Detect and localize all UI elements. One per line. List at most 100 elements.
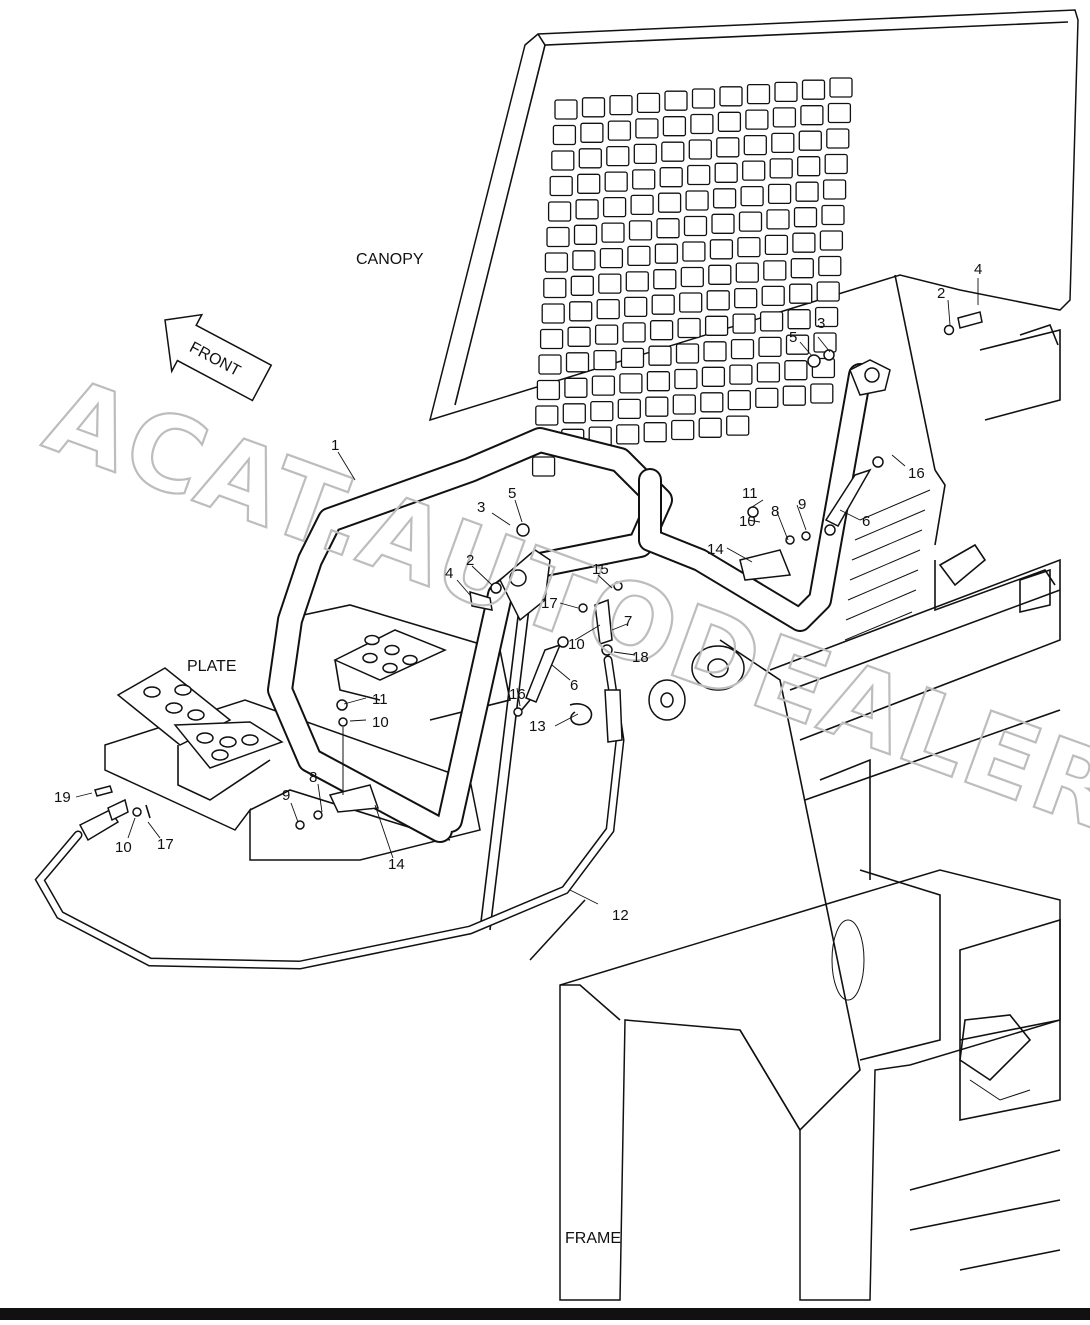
callout-19: 19 [54, 789, 71, 806]
mesh-cell [766, 209, 790, 230]
mesh-cell [824, 153, 848, 175]
pivot-bracket-left [469, 523, 551, 622]
mesh-cell [782, 385, 806, 406]
callout-14: 14 [388, 856, 405, 873]
mesh-cell [685, 190, 709, 211]
mesh-cell [729, 364, 753, 385]
mesh-cell [664, 90, 688, 111]
mesh-cell [701, 366, 726, 387]
mesh-cell [800, 105, 824, 126]
mesh-cell [769, 158, 793, 179]
mesh-cell [591, 375, 616, 396]
mesh-cell [598, 273, 622, 294]
pivot-bracket-right [807, 311, 983, 396]
mesh-cell [635, 118, 659, 139]
callout-15: 15 [592, 561, 609, 578]
mesh-cell [662, 116, 687, 137]
callout-2: 2 [466, 552, 474, 569]
mesh-cell [536, 379, 561, 401]
mesh-cell [787, 309, 811, 330]
mesh-cell [709, 239, 734, 260]
mesh-cell [746, 83, 771, 105]
callout-9: 9 [798, 496, 806, 513]
mesh-cell [682, 241, 706, 262]
mesh-cell [789, 283, 813, 304]
cable-clip [569, 703, 593, 726]
mesh-cell [785, 334, 810, 355]
mesh-cell [547, 201, 572, 222]
mesh-cell [567, 326, 591, 347]
mesh-cell [732, 313, 756, 334]
mesh-cell [706, 290, 730, 311]
mesh-cell [688, 139, 712, 160]
callout-10: 10 [372, 714, 389, 731]
left-foot-pedal [116, 667, 284, 801]
mesh-cell [755, 387, 779, 409]
mesh-cell [580, 122, 604, 143]
mesh-cell [717, 111, 742, 132]
mesh-cell [607, 120, 632, 141]
latch-pin-assembly [578, 581, 623, 656]
mesh-cell [604, 171, 628, 192]
callout-5: 5 [789, 329, 797, 346]
callout-8: 8 [771, 503, 779, 520]
mesh-cell [735, 262, 759, 283]
mesh-cell [624, 296, 648, 318]
mesh-cell [795, 181, 819, 202]
mesh-cell [551, 150, 575, 171]
mesh-cell [549, 175, 573, 197]
mesh-cell [552, 124, 577, 146]
mesh-cell [814, 306, 839, 328]
screen-mesh-grid [531, 77, 853, 477]
mesh-cell [818, 255, 842, 277]
machine-frame [479, 324, 1061, 1301]
gas-spring-right [824, 456, 884, 536]
mesh-cell [743, 134, 767, 156]
mesh-cell [656, 218, 680, 239]
mesh-cell [675, 343, 700, 364]
mesh-cell [819, 230, 844, 251]
mesh-cell [581, 97, 606, 118]
callout-17: 17 [157, 836, 174, 853]
canopy-label: CANOPY [356, 251, 424, 268]
mesh-cell [630, 194, 654, 216]
callout-10: 10 [115, 839, 132, 856]
mesh-cell [690, 113, 714, 135]
mesh-cell [578, 148, 602, 169]
mesh-cell [764, 234, 789, 256]
mesh-cell [829, 77, 853, 98]
mesh-cell [643, 422, 667, 443]
mesh-cell [531, 456, 556, 477]
mesh-cell [761, 285, 785, 307]
callout-11: 11 [742, 485, 758, 502]
mesh-cell [538, 354, 562, 375]
mesh-cell [562, 403, 586, 424]
mesh-cell [648, 345, 672, 366]
mesh-cell [767, 183, 792, 205]
mesh-cell [759, 311, 784, 332]
mesh-cell [745, 109, 769, 130]
callout-4: 4 [974, 261, 982, 278]
mesh-cell [679, 292, 703, 313]
callout-10: 10 [568, 636, 585, 653]
mesh-cell [606, 145, 630, 167]
mesh-cell [784, 360, 808, 381]
mesh-cell [756, 362, 781, 383]
mesh-cell [590, 400, 614, 422]
mesh-cell [772, 107, 797, 128]
callout-9: 9 [282, 787, 290, 804]
callout-18: 18 [632, 649, 649, 666]
mesh-cell [698, 417, 722, 438]
mesh-cell [544, 252, 569, 273]
mesh-cell [564, 377, 588, 398]
mesh-cell [601, 222, 625, 243]
callout-11: 11 [372, 691, 388, 708]
right-foot-pedal [333, 629, 447, 701]
mesh-cell [572, 250, 596, 271]
mesh-cell [646, 371, 671, 392]
safety-bar [267, 363, 872, 843]
mesh-cell [661, 141, 685, 162]
mesh-cell [742, 160, 766, 181]
